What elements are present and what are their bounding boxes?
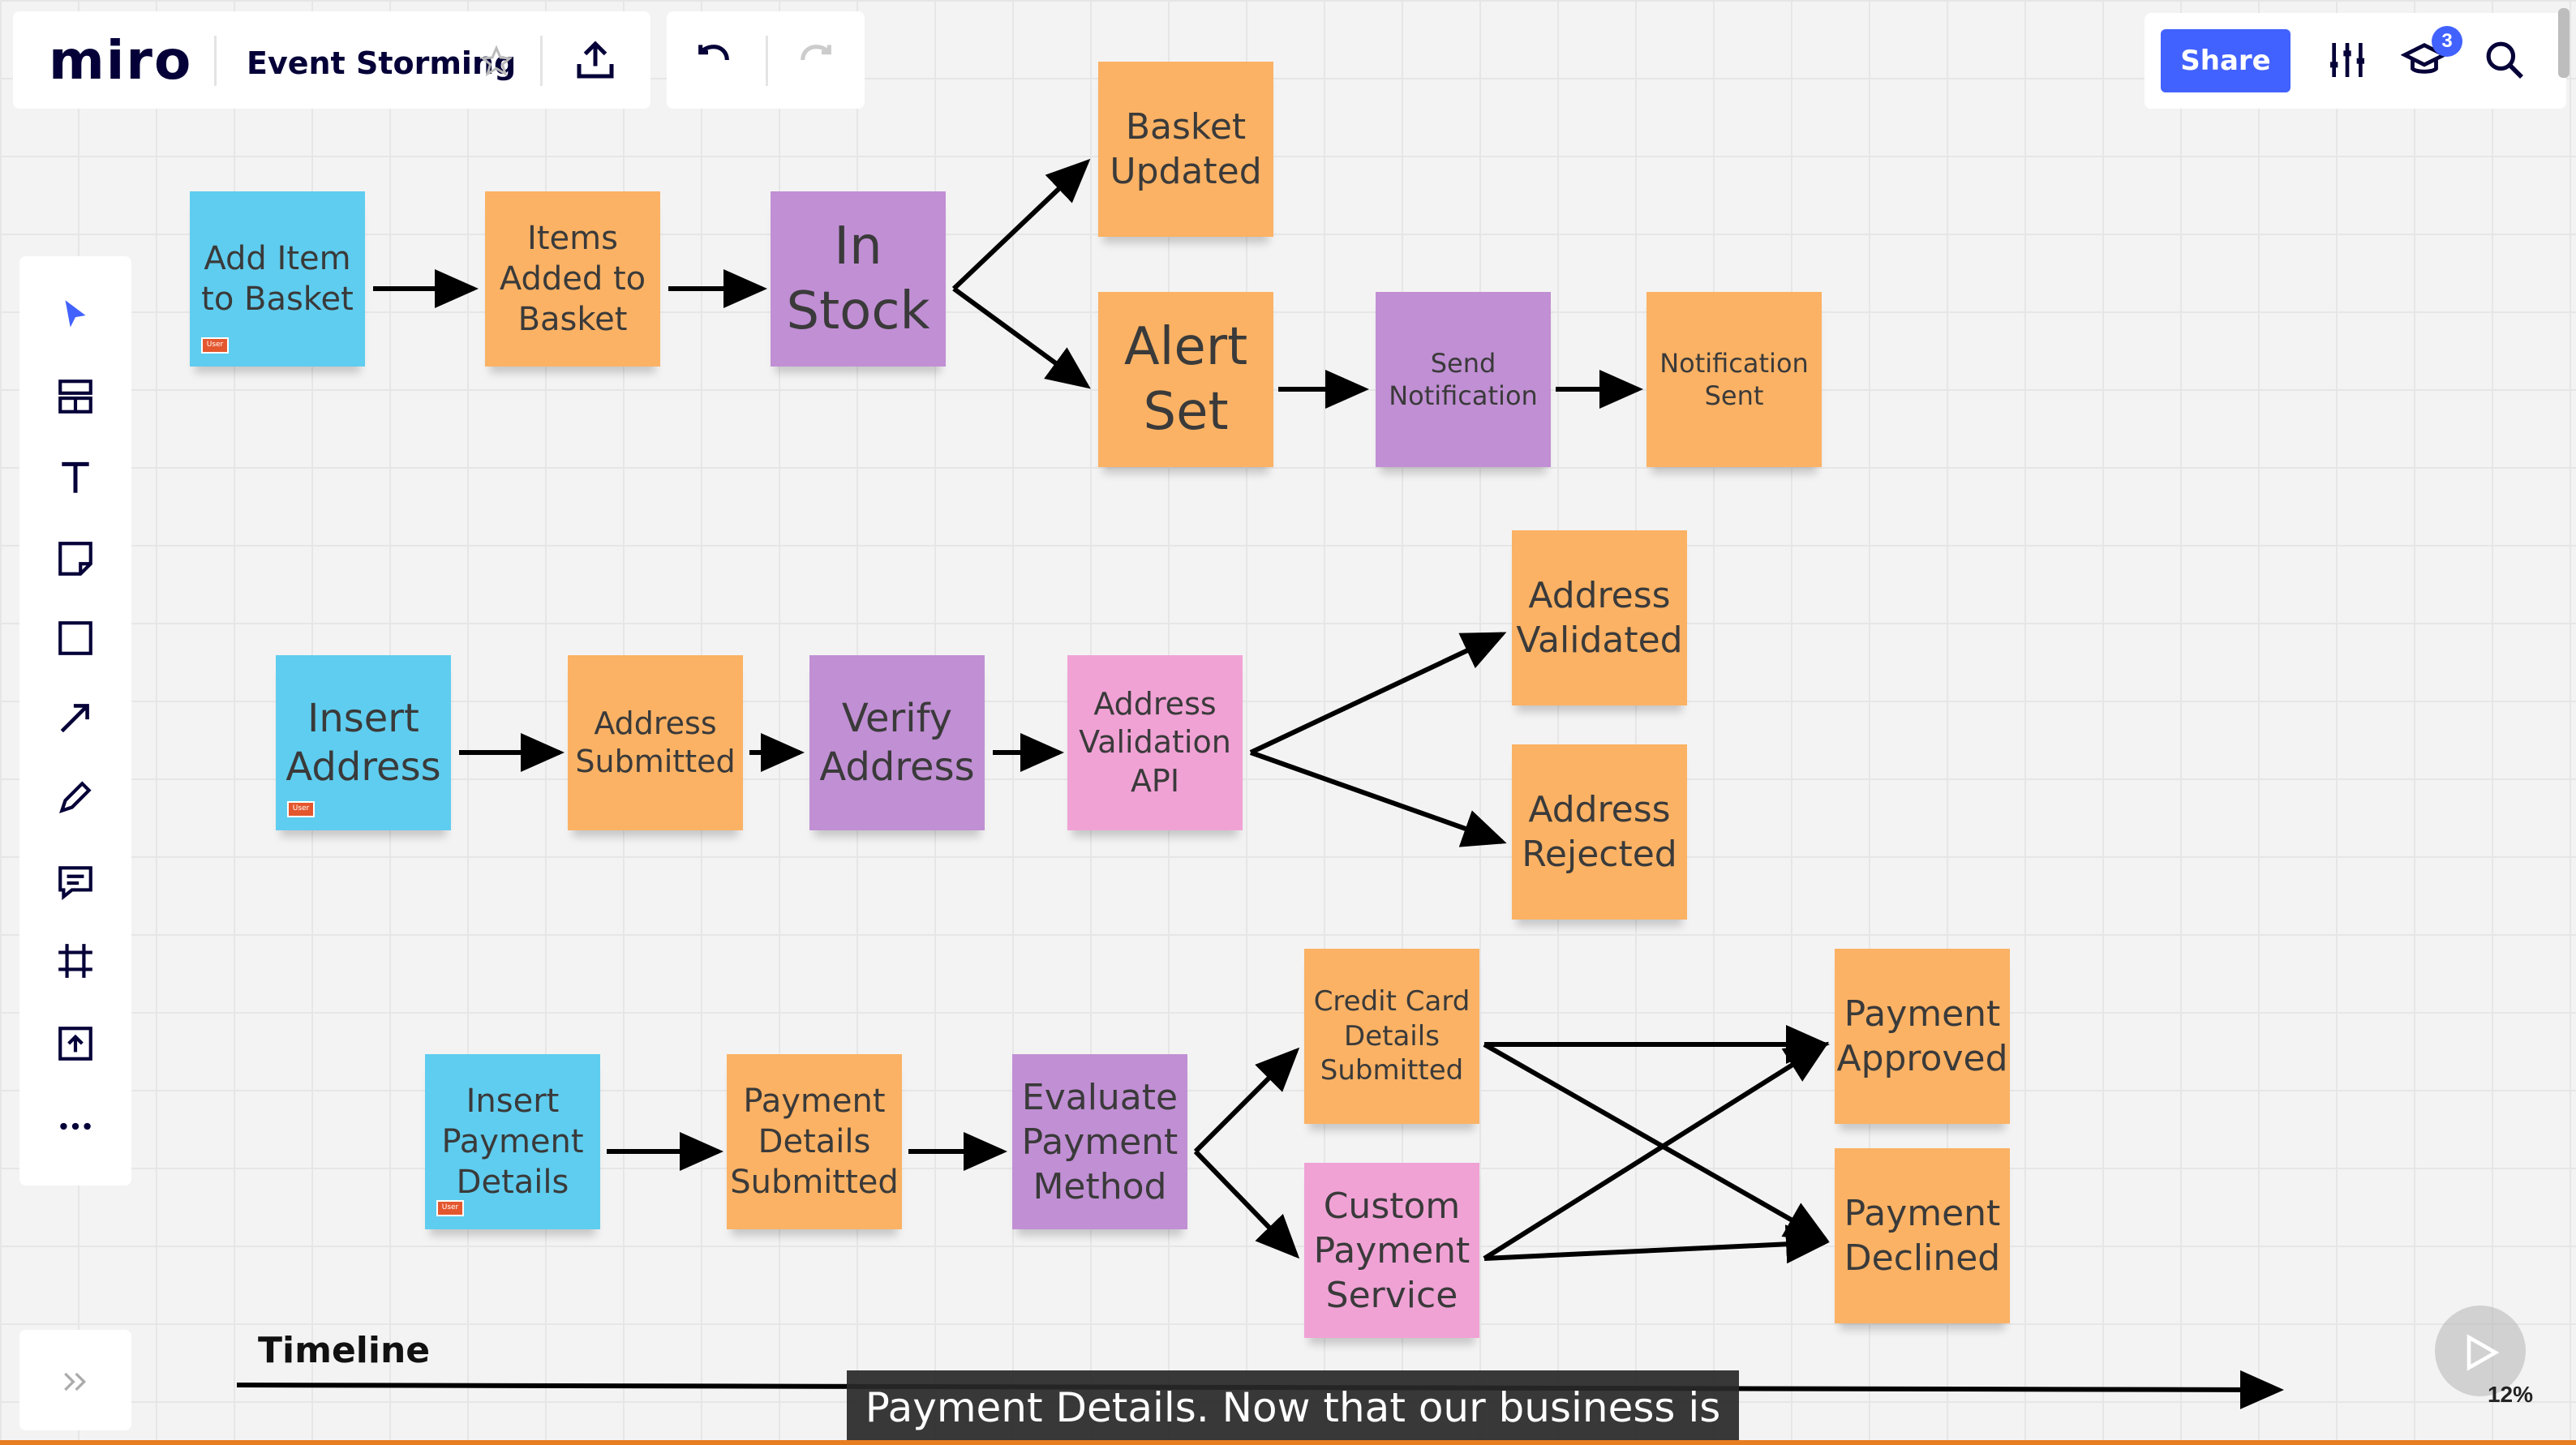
sticky-text: Custom Payment Service bbox=[1313, 1185, 1470, 1316]
sticky-text: Insert Payment Details bbox=[441, 1083, 584, 1201]
timeline-label: Timeline bbox=[258, 1330, 431, 1371]
sticky-text: Items Added to Basket bbox=[499, 220, 646, 338]
divider bbox=[540, 36, 543, 86]
share-button[interactable]: Share bbox=[2161, 29, 2290, 92]
expand-panel bbox=[19, 1330, 131, 1430]
sticky-notification-sent[interactable]: Notification Sent bbox=[1646, 292, 1822, 467]
sticky-payment-approved[interactable]: Payment Approved bbox=[1835, 949, 2010, 1124]
sticky-address-validated[interactable]: Address Validated bbox=[1512, 530, 1687, 705]
shape-icon[interactable] bbox=[55, 618, 96, 658]
play-icon bbox=[2467, 1334, 2500, 1371]
sticky-text: Payment Approved bbox=[1836, 993, 2008, 1079]
progress-bar bbox=[0, 1440, 2576, 1445]
sticky-text: In Stock bbox=[786, 217, 930, 341]
sticky-text: Notification Sent bbox=[1659, 348, 1809, 411]
sticky-text: Payment Declined bbox=[1844, 1193, 2001, 1279]
sticky-text: Address Rejected bbox=[1522, 789, 1677, 875]
divider bbox=[766, 36, 768, 86]
user-tag: User bbox=[436, 1200, 464, 1216]
sticky-text: Verify Address bbox=[819, 696, 975, 790]
star-icon[interactable] bbox=[480, 45, 513, 78]
sticky-note-icon[interactable] bbox=[55, 538, 96, 579]
sticky-verify-address[interactable]: Verify Address bbox=[809, 655, 985, 830]
sticky-text: Send Notification bbox=[1389, 348, 1538, 411]
top-left-panel bbox=[13, 11, 650, 109]
sticky-text: Alert Set bbox=[1123, 317, 1248, 442]
arrow-icon[interactable] bbox=[55, 697, 96, 738]
more-icon[interactable] bbox=[55, 1106, 96, 1147]
sticky-basket-updated[interactable]: Basket Updated bbox=[1098, 62, 1273, 237]
sticky-send-notification[interactable]: Send Notification bbox=[1376, 292, 1551, 467]
sticky-payment-declined[interactable]: Payment Declined bbox=[1835, 1148, 2010, 1323]
upload-tool-icon[interactable] bbox=[55, 1023, 96, 1064]
divider bbox=[214, 36, 217, 86]
sticky-credit-card-details-submitted[interactable]: Credit Card Details Submitted bbox=[1304, 949, 1479, 1124]
sticky-text: Insert Address bbox=[286, 696, 441, 790]
sticky-text: Address Validated bbox=[1516, 575, 1683, 661]
sticky-insert-address[interactable]: Insert Address User bbox=[276, 655, 451, 830]
undo-icon[interactable] bbox=[691, 37, 736, 83]
sticky-in-stock[interactable]: In Stock bbox=[771, 191, 946, 367]
double-chevron-right-icon[interactable] bbox=[58, 1366, 91, 1398]
frame-icon[interactable] bbox=[55, 941, 96, 981]
sticky-address-validation-api[interactable]: Address Validation API bbox=[1067, 655, 1243, 830]
sticky-custom-payment-service[interactable]: Custom Payment Service bbox=[1304, 1163, 1479, 1338]
zoom-level[interactable]: 12% bbox=[2487, 1382, 2534, 1407]
templates-icon[interactable] bbox=[55, 376, 96, 417]
sticky-address-submitted[interactable]: Address Submitted bbox=[568, 655, 743, 830]
video-caption: Payment Details. Now that our business i… bbox=[847, 1370, 1739, 1445]
sliders-icon[interactable] bbox=[2325, 37, 2370, 83]
play-button[interactable] bbox=[2435, 1306, 2526, 1396]
sticky-text: Add Item to Basket bbox=[201, 240, 354, 318]
sticky-text: Address Submitted bbox=[575, 705, 736, 780]
user-tag: User bbox=[201, 337, 229, 354]
redo-icon[interactable] bbox=[793, 37, 839, 83]
sticky-payment-details-submitted[interactable]: Payment Details Submitted bbox=[727, 1054, 902, 1229]
comment-icon[interactable] bbox=[55, 861, 96, 902]
cursor-icon[interactable] bbox=[55, 295, 96, 336]
pen-icon[interactable] bbox=[55, 777, 96, 817]
sticky-add-item-to-basket[interactable]: Add Item to Basket User bbox=[190, 191, 365, 367]
board-title[interactable]: Event Storming bbox=[247, 45, 517, 81]
sticky-items-added-to-basket[interactable]: Items Added to Basket bbox=[485, 191, 660, 367]
user-tag: User bbox=[287, 801, 315, 817]
notification-badge: 3 bbox=[2432, 26, 2462, 57]
miro-logo: miro bbox=[49, 29, 193, 92]
upload-icon[interactable] bbox=[571, 36, 620, 84]
text-icon[interactable] bbox=[55, 457, 96, 498]
sticky-alert-set[interactable]: Alert Set bbox=[1098, 292, 1273, 467]
sticky-address-rejected[interactable]: Address Rejected bbox=[1512, 744, 1687, 920]
sticky-text: Evaluate Payment Method bbox=[1021, 1076, 1179, 1207]
sticky-evaluate-payment-method[interactable]: Evaluate Payment Method bbox=[1012, 1054, 1187, 1229]
sticky-insert-payment-details[interactable]: Insert Payment Details User bbox=[425, 1054, 600, 1229]
sticky-text: Basket Updated bbox=[1110, 106, 1262, 192]
sticky-text: Address Validation API bbox=[1079, 685, 1231, 799]
search-icon[interactable] bbox=[2482, 37, 2527, 83]
sticky-text: Payment Details Submitted bbox=[730, 1083, 899, 1201]
scrollbar[interactable] bbox=[2558, 8, 2570, 78]
sticky-text: Credit Card Details Submitted bbox=[1313, 985, 1470, 1087]
